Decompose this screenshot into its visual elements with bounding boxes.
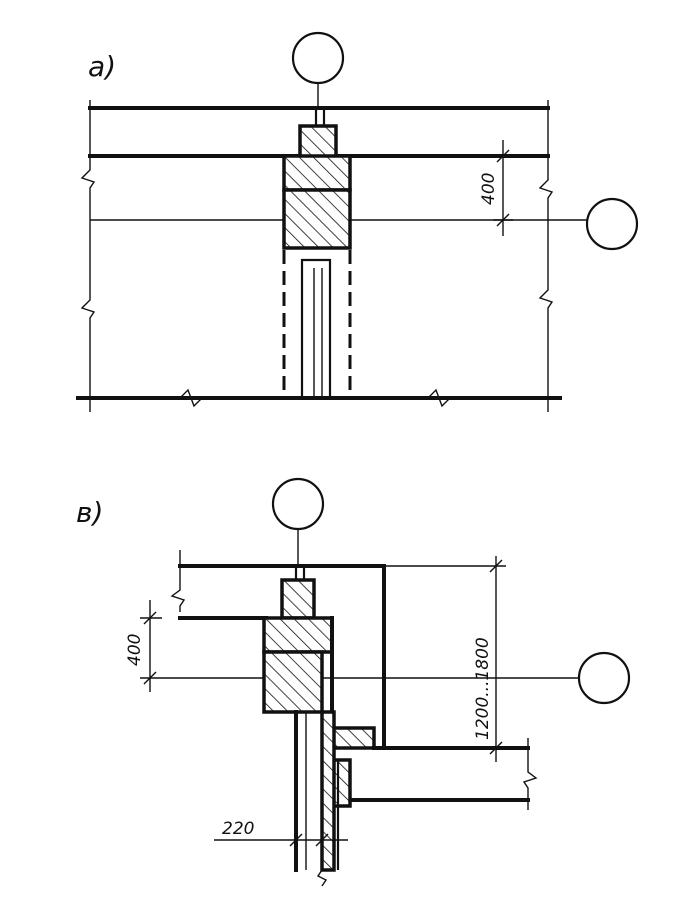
lower-block-v [262, 650, 324, 714]
dim-tick-220-right-v [315, 833, 329, 847]
figure-a: a) 400 [76, 31, 639, 412]
column-break-v [316, 869, 328, 887]
figure-v: в) 400 [76, 477, 631, 887]
lower-block-a [282, 188, 352, 250]
axis-marker-right-v [577, 651, 631, 705]
dimension-range-v: 1200...1800 [473, 637, 493, 740]
small-block-top-a [298, 124, 338, 160]
dim-tick-top-v [143, 611, 157, 625]
figure-v-label: в) [76, 496, 103, 529]
dim-tick-range-top-v [489, 559, 503, 573]
dim-tick-bottom-a [496, 213, 510, 227]
dimension-220-v: 220 [222, 819, 254, 839]
upper-block-v [262, 616, 334, 654]
right-extension-a [538, 100, 554, 412]
left-extension-a [80, 100, 96, 412]
axis-marker-right-a [585, 197, 639, 251]
dim-tick-bottom-v [143, 671, 157, 685]
small-block-top-v [280, 578, 316, 620]
dim-tick-range-bottom-v [489, 741, 503, 755]
column-inner-a [300, 258, 332, 398]
break-mark-1-a [179, 388, 203, 408]
upper-block-a [282, 154, 352, 192]
axis-marker-top-v [271, 477, 325, 531]
right-extension-v [522, 738, 538, 810]
column-wall-v [320, 710, 336, 872]
dimension-400-v: 400 [125, 634, 145, 666]
left-extension-v [170, 550, 186, 612]
dim-tick-top-a [496, 149, 510, 163]
dimension-400-a: 400 [479, 173, 499, 205]
break-mark-2-a [427, 388, 451, 408]
dim-tick-220-left-v [289, 833, 303, 847]
figure-a-label: a) [88, 50, 116, 83]
ledge-block-v [328, 726, 376, 750]
axis-marker-top-a [291, 31, 345, 85]
